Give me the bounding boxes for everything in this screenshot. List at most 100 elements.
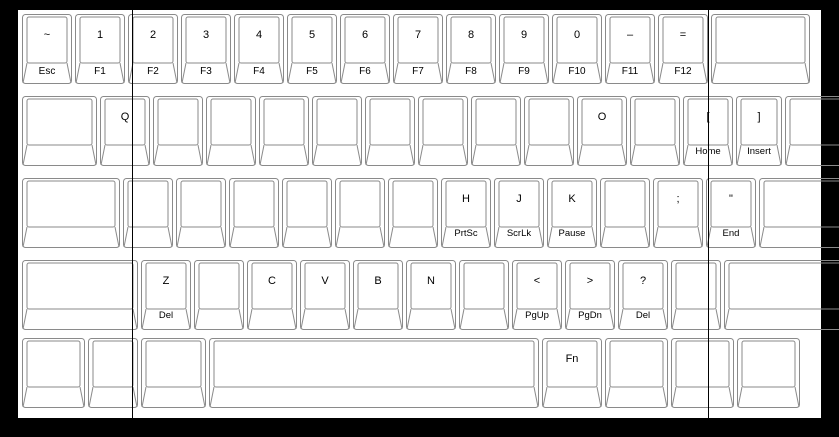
keycap-outline xyxy=(565,260,615,330)
keycap-outline xyxy=(287,14,337,84)
keycap-outline xyxy=(759,178,839,248)
key-secondary-label: F12 xyxy=(674,66,692,77)
key-r4-k2 xyxy=(141,338,206,408)
keycap-outline xyxy=(75,14,125,84)
key-r2-k5 xyxy=(335,178,385,248)
key-primary-label: Q xyxy=(120,111,130,123)
key-r4-k3 xyxy=(209,338,539,408)
key-r3-k4: V xyxy=(300,260,350,330)
key-primary-label: – xyxy=(626,29,634,41)
key-primary-label: 1 xyxy=(96,29,104,41)
keycap-outline xyxy=(22,260,138,330)
key-r0-k12: =F12 xyxy=(658,14,708,84)
key-secondary-label: F7 xyxy=(412,66,424,77)
key-r1-k4 xyxy=(259,96,309,166)
keycap-outline xyxy=(785,96,839,166)
key-r3-k8: <PgUp xyxy=(512,260,562,330)
key-primary-label: B xyxy=(374,275,382,287)
keycap-outline xyxy=(724,260,839,330)
key-r2-k8: J ScrLk xyxy=(494,178,544,248)
key-r3-k2 xyxy=(194,260,244,330)
key-r1-k13: ]Insert xyxy=(736,96,782,166)
key-r3-k12 xyxy=(724,260,839,330)
key-r3-k3: C xyxy=(247,260,297,330)
keycap-outline xyxy=(206,96,256,166)
keycap-outline xyxy=(671,338,734,408)
key-r1-k3 xyxy=(206,96,256,166)
key-primary-label: 8 xyxy=(467,29,475,41)
key-primary-label: ] xyxy=(757,111,761,123)
key-r2-k10 xyxy=(600,178,650,248)
key-primary-label: ? xyxy=(639,275,647,287)
guide-line-2 xyxy=(708,10,709,418)
key-secondary-label: End xyxy=(722,227,740,239)
keycap-outline xyxy=(512,260,562,330)
keycap-outline xyxy=(22,14,72,84)
key-secondary-label: F3 xyxy=(200,66,212,77)
keycap-outline xyxy=(418,96,468,166)
keycap-outline xyxy=(22,96,97,166)
key-primary-label: J xyxy=(516,193,522,205)
keycap-outline xyxy=(340,14,390,84)
key-primary-label: Z xyxy=(162,275,170,287)
key-primary-label: K xyxy=(568,193,576,205)
key-secondary-label: F2 xyxy=(147,66,159,77)
key-r1-k10: O xyxy=(577,96,627,166)
key-r3-k0 xyxy=(22,260,138,330)
keycap-outline xyxy=(736,96,782,166)
key-r4-k7 xyxy=(737,338,800,408)
keycap-outline xyxy=(247,260,297,330)
keycap-outline xyxy=(706,178,756,248)
key-r2-k11: ; xyxy=(653,178,703,248)
keycap-outline xyxy=(176,178,226,248)
keycap-outline xyxy=(209,338,539,408)
key-primary-label: 4 xyxy=(255,29,263,41)
key-r3-k6: N xyxy=(406,260,456,330)
keycap-outline xyxy=(671,260,721,330)
keycap-outline xyxy=(393,14,443,84)
key-secondary-label: ScrLk xyxy=(506,227,532,239)
keycap-outline xyxy=(494,178,544,248)
key-primary-label: < xyxy=(533,275,541,287)
key-secondary-label: F4 xyxy=(253,66,265,77)
keycap-outline xyxy=(100,96,150,166)
key-primary-label: 6 xyxy=(361,29,369,41)
keycap-outline xyxy=(600,178,650,248)
key-primary-label: ; xyxy=(676,193,680,205)
key-r1-k14 xyxy=(785,96,839,166)
keycap-outline xyxy=(577,96,627,166)
key-r2-k13 xyxy=(759,178,839,248)
guide-line-1 xyxy=(132,10,133,418)
key-secondary-label: F10 xyxy=(568,66,586,77)
key-secondary-label: Pause xyxy=(558,227,586,239)
keycap-outline xyxy=(459,260,509,330)
keycap-outline xyxy=(658,14,708,84)
key-secondary-label: Esc xyxy=(38,66,56,77)
keycap-outline xyxy=(22,178,120,248)
key-r2-k9: K Pause xyxy=(547,178,597,248)
keycap-outline xyxy=(335,178,385,248)
keycap-outline xyxy=(88,338,138,408)
key-secondary-label: PrtSc xyxy=(454,227,478,239)
key-r1-k2 xyxy=(153,96,203,166)
keycap-outline xyxy=(499,14,549,84)
key-r0-k11: – F11 xyxy=(605,14,655,84)
key-primary-label: " xyxy=(729,193,733,205)
keycap-outline xyxy=(365,96,415,166)
key-secondary-label: F11 xyxy=(621,66,639,77)
keycap-outline xyxy=(300,260,350,330)
key-r4-k0 xyxy=(22,338,85,408)
key-secondary-label: Del xyxy=(635,309,651,321)
key-r4-k4: Fn xyxy=(542,338,607,408)
key-r1-k7 xyxy=(418,96,468,166)
key-primary-label: 7 xyxy=(414,29,422,41)
